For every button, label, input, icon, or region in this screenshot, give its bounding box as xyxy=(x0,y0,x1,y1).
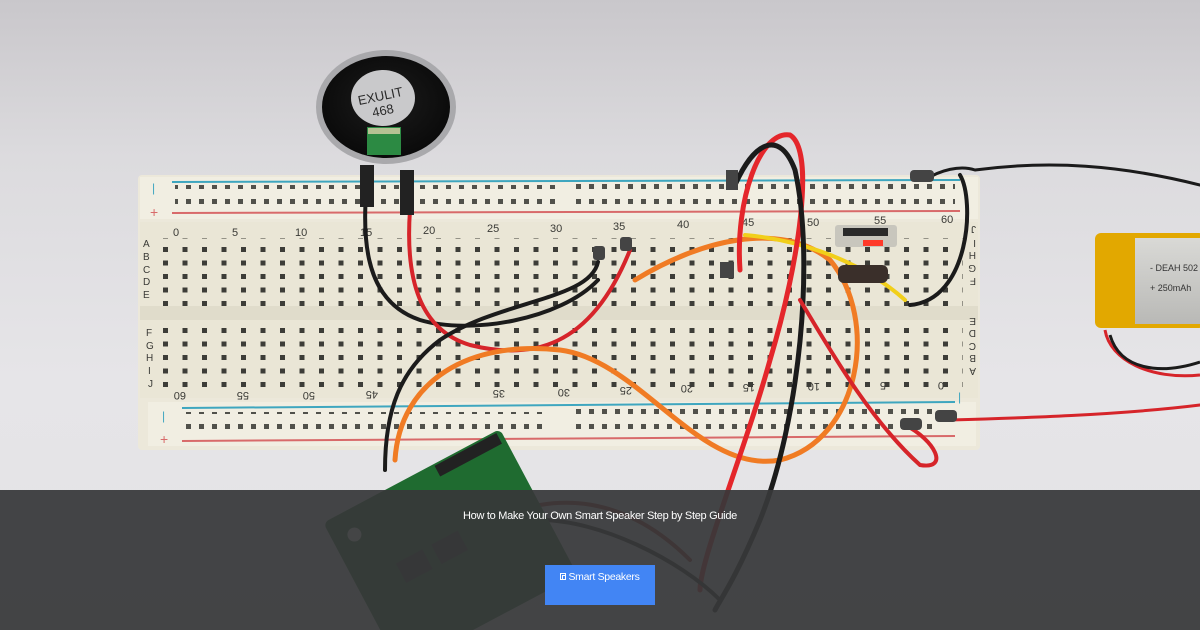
svg-text:15: 15 xyxy=(743,381,755,393)
svg-text:C: C xyxy=(143,265,150,276)
svg-text:50: 50 xyxy=(303,389,315,401)
svg-text:55: 55 xyxy=(237,389,249,401)
svg-text:D: D xyxy=(143,277,150,288)
svg-text:20: 20 xyxy=(423,225,435,237)
svg-text:468: 468 xyxy=(371,101,395,120)
svg-text:0: 0 xyxy=(938,379,944,391)
svg-text:|: | xyxy=(958,390,961,404)
svg-text:30: 30 xyxy=(558,386,570,398)
svg-text:B: B xyxy=(969,352,976,363)
svg-text:A: A xyxy=(969,365,976,376)
caption-overlay xyxy=(0,490,1200,630)
svg-text:- DEAH 502: - DEAH 502 xyxy=(1150,263,1198,273)
speaker: EXULIT 468 xyxy=(316,50,456,164)
svg-text:B: B xyxy=(143,252,150,263)
svg-text:+ 250mAh: + 250mAh xyxy=(1150,283,1191,293)
connector-pins xyxy=(593,170,957,430)
svg-text:25: 25 xyxy=(620,384,632,396)
svg-text:10: 10 xyxy=(808,380,820,392)
svg-text:45: 45 xyxy=(742,217,754,229)
svg-text:|: | xyxy=(162,409,165,423)
svg-text:|: | xyxy=(152,181,155,195)
svg-text:40: 40 xyxy=(677,219,689,231)
svg-text:55: 55 xyxy=(874,215,886,227)
svg-text:20: 20 xyxy=(681,382,693,394)
svg-text:25: 25 xyxy=(487,223,499,235)
svg-text:J: J xyxy=(148,379,153,390)
folder-icon xyxy=(560,573,567,580)
svg-text:E: E xyxy=(969,315,976,326)
svg-text:H: H xyxy=(969,249,976,260)
svg-text:45: 45 xyxy=(366,388,378,400)
svg-text:5: 5 xyxy=(232,227,238,239)
svg-text:D: D xyxy=(969,327,976,338)
svg-text:I: I xyxy=(973,237,976,248)
svg-text:50: 50 xyxy=(807,217,819,229)
svg-text:I: I xyxy=(148,366,151,377)
svg-text:35: 35 xyxy=(493,387,505,399)
svg-text:C: C xyxy=(969,340,976,351)
svg-text:0: 0 xyxy=(173,227,179,239)
svg-text:+: + xyxy=(160,431,168,447)
svg-text:10: 10 xyxy=(295,227,307,239)
post-title[interactable]: How to Make Your Own Smart Speaker Step … xyxy=(463,510,737,522)
svg-text:F: F xyxy=(146,328,152,339)
svg-text:G: G xyxy=(146,341,154,352)
svg-text:E: E xyxy=(143,290,150,301)
svg-text:60: 60 xyxy=(941,214,953,226)
svg-text:5: 5 xyxy=(880,379,886,391)
svg-text:F: F xyxy=(970,275,976,286)
svg-text:A: A xyxy=(143,239,150,250)
category-tag-button[interactable]: Smart Speakers xyxy=(545,565,655,605)
category-label: Smart Speakers xyxy=(568,571,640,583)
svg-text:60: 60 xyxy=(174,389,186,401)
svg-text:G: G xyxy=(968,262,976,273)
svg-text:30: 30 xyxy=(550,223,562,235)
battery: - DEAH 502 + 250mAh xyxy=(1095,233,1200,378)
led-module xyxy=(835,225,897,283)
svg-text:35: 35 xyxy=(613,221,625,233)
svg-text:J: J xyxy=(971,223,976,234)
svg-text:+: + xyxy=(150,204,158,220)
svg-text:H: H xyxy=(146,353,153,364)
